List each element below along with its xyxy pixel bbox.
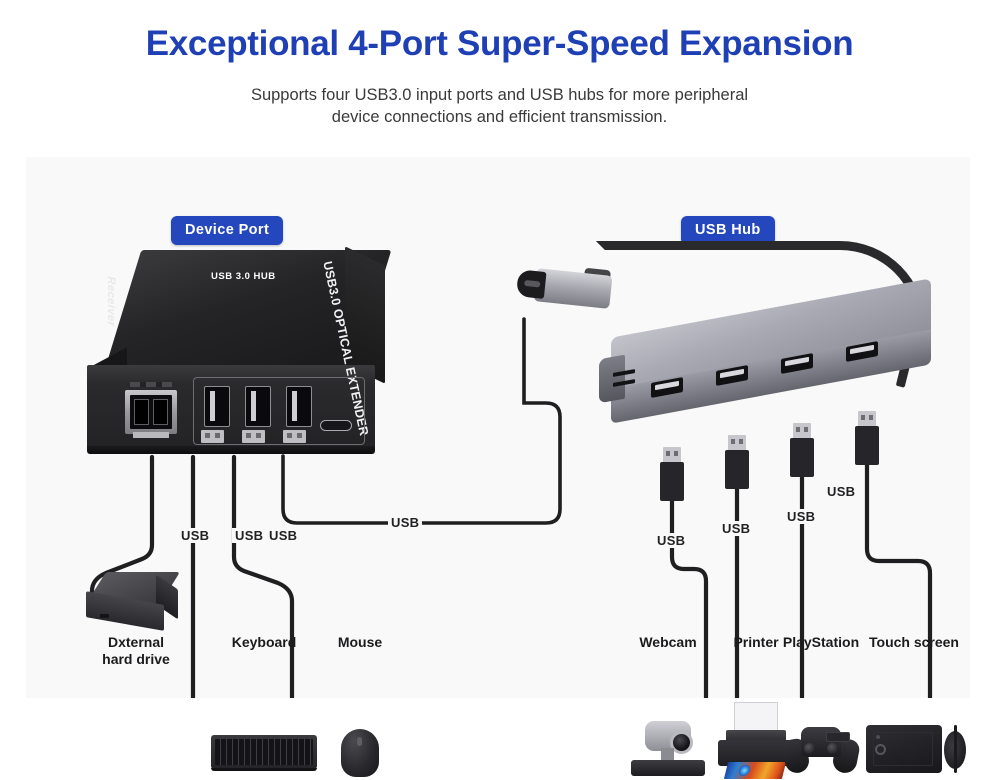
receiver-device: Receiver USB3.0 OPTICAL EXTENDER USB 3.0… xyxy=(87,246,392,470)
webcam-base xyxy=(631,760,705,776)
touch-screen-button xyxy=(876,735,880,739)
label-mouse: Mouse xyxy=(337,634,383,650)
webcam-device xyxy=(631,715,705,777)
hub-plug-3-tip xyxy=(793,423,811,439)
controller-right-stick xyxy=(827,743,838,754)
receiver-usb-port-1 xyxy=(204,386,230,427)
mouse-scroll-wheel xyxy=(357,737,362,746)
cable-label-webcam: USB xyxy=(654,533,689,548)
receiver-hub-group xyxy=(193,377,365,445)
hard-drive-port xyxy=(100,614,109,618)
touch-screen-ring-control xyxy=(875,744,886,755)
receiver-front-lip xyxy=(87,446,375,454)
keyboard-foot xyxy=(211,768,317,771)
hub-plug-2 xyxy=(725,435,749,489)
hub-plug-3-body xyxy=(790,438,814,477)
page-subtitle: Supports four USB3.0 input ports and USB… xyxy=(0,84,999,128)
receiver-side-label: Receiver xyxy=(105,275,117,328)
hub-plug-1 xyxy=(660,447,684,501)
cable-label-link: USB xyxy=(388,515,423,530)
printer-device xyxy=(718,702,794,780)
mouse-body xyxy=(341,729,379,777)
controller-left-stick xyxy=(804,743,815,754)
label-touch-screen: Touch screen xyxy=(869,634,959,650)
badge-device-port: Device Port xyxy=(171,216,284,245)
controller-touchpad xyxy=(826,732,850,742)
label-playstation: PlayStation xyxy=(782,634,860,650)
playstation-controller xyxy=(780,727,862,775)
type-c-connector xyxy=(515,268,613,309)
touch-screen-pad xyxy=(866,725,942,773)
receiver-usb-port-2 xyxy=(245,386,271,427)
led-indicators xyxy=(130,382,172,387)
cable-label-playstation: USB xyxy=(784,509,819,524)
lc-fiber-port xyxy=(125,382,177,438)
receiver-plug-1 xyxy=(201,430,224,443)
hub-plug-4-tip xyxy=(858,411,876,427)
hub-plug-2-tip xyxy=(728,435,746,451)
stylus-pen xyxy=(954,725,957,773)
label-printer: Printer xyxy=(733,634,779,650)
page-title: Exceptional 4-Port Super-Speed Expansion xyxy=(145,24,854,63)
lc-slot-b xyxy=(153,399,168,425)
touch-screen-device xyxy=(866,725,966,775)
lc-port-foot xyxy=(133,432,169,438)
header: Exceptional 4-Port Super-Speed Expansion… xyxy=(0,0,999,157)
cable-label-keyboard: USB xyxy=(232,528,267,543)
receiver-plug-2 xyxy=(242,430,265,443)
hub-plug-1-body xyxy=(660,462,684,501)
lc-port-inner xyxy=(130,395,172,429)
cable-label-hard-drive: USB xyxy=(178,528,213,543)
lc-slot-a xyxy=(134,399,149,425)
label-webcam: Webcam xyxy=(639,634,697,650)
receiver-hub-label: USB 3.0 HUB xyxy=(211,271,276,282)
keyboard-keys xyxy=(215,739,313,765)
subtitle-line-1: Supports four USB3.0 input ports and USB… xyxy=(250,86,749,104)
hub-left-cap xyxy=(599,354,625,404)
hub-plug-4 xyxy=(855,411,879,465)
receiver-type-c-port xyxy=(320,420,352,431)
type-c-tip xyxy=(515,269,547,299)
keyboard-device xyxy=(211,735,317,773)
cable-label-mouse: USB xyxy=(266,528,301,543)
mouse-device xyxy=(341,729,379,777)
usb-hub-device xyxy=(511,239,951,439)
subtitle-line-2: device connections and efficient transmi… xyxy=(331,108,668,126)
hub-plug-3 xyxy=(790,423,814,477)
hub-plug-4-body xyxy=(855,426,879,465)
external-hard-drive xyxy=(86,572,186,632)
label-hard-drive-line1: Dxternal xyxy=(107,634,165,650)
hub-plug-2-body xyxy=(725,450,749,489)
label-keyboard: Keyboard xyxy=(231,634,297,650)
diagram-panel: Device Port USB Hub Receiver USB3.0 OPTI… xyxy=(26,157,970,779)
printer-photo-output xyxy=(723,762,787,779)
cable-label-printer: USB xyxy=(719,521,754,536)
label-hard-drive: Dxternal hard drive xyxy=(86,634,186,668)
hub-plug-1-tip xyxy=(663,447,681,463)
cable-label-touch-screen: USB xyxy=(824,484,859,499)
lc-port-housing xyxy=(125,390,177,434)
keyboard-base xyxy=(211,735,317,769)
receiver-usb-port-3 xyxy=(286,386,312,427)
label-hard-drive-line2: hard drive xyxy=(102,651,170,667)
receiver-plug-3 xyxy=(283,430,306,443)
